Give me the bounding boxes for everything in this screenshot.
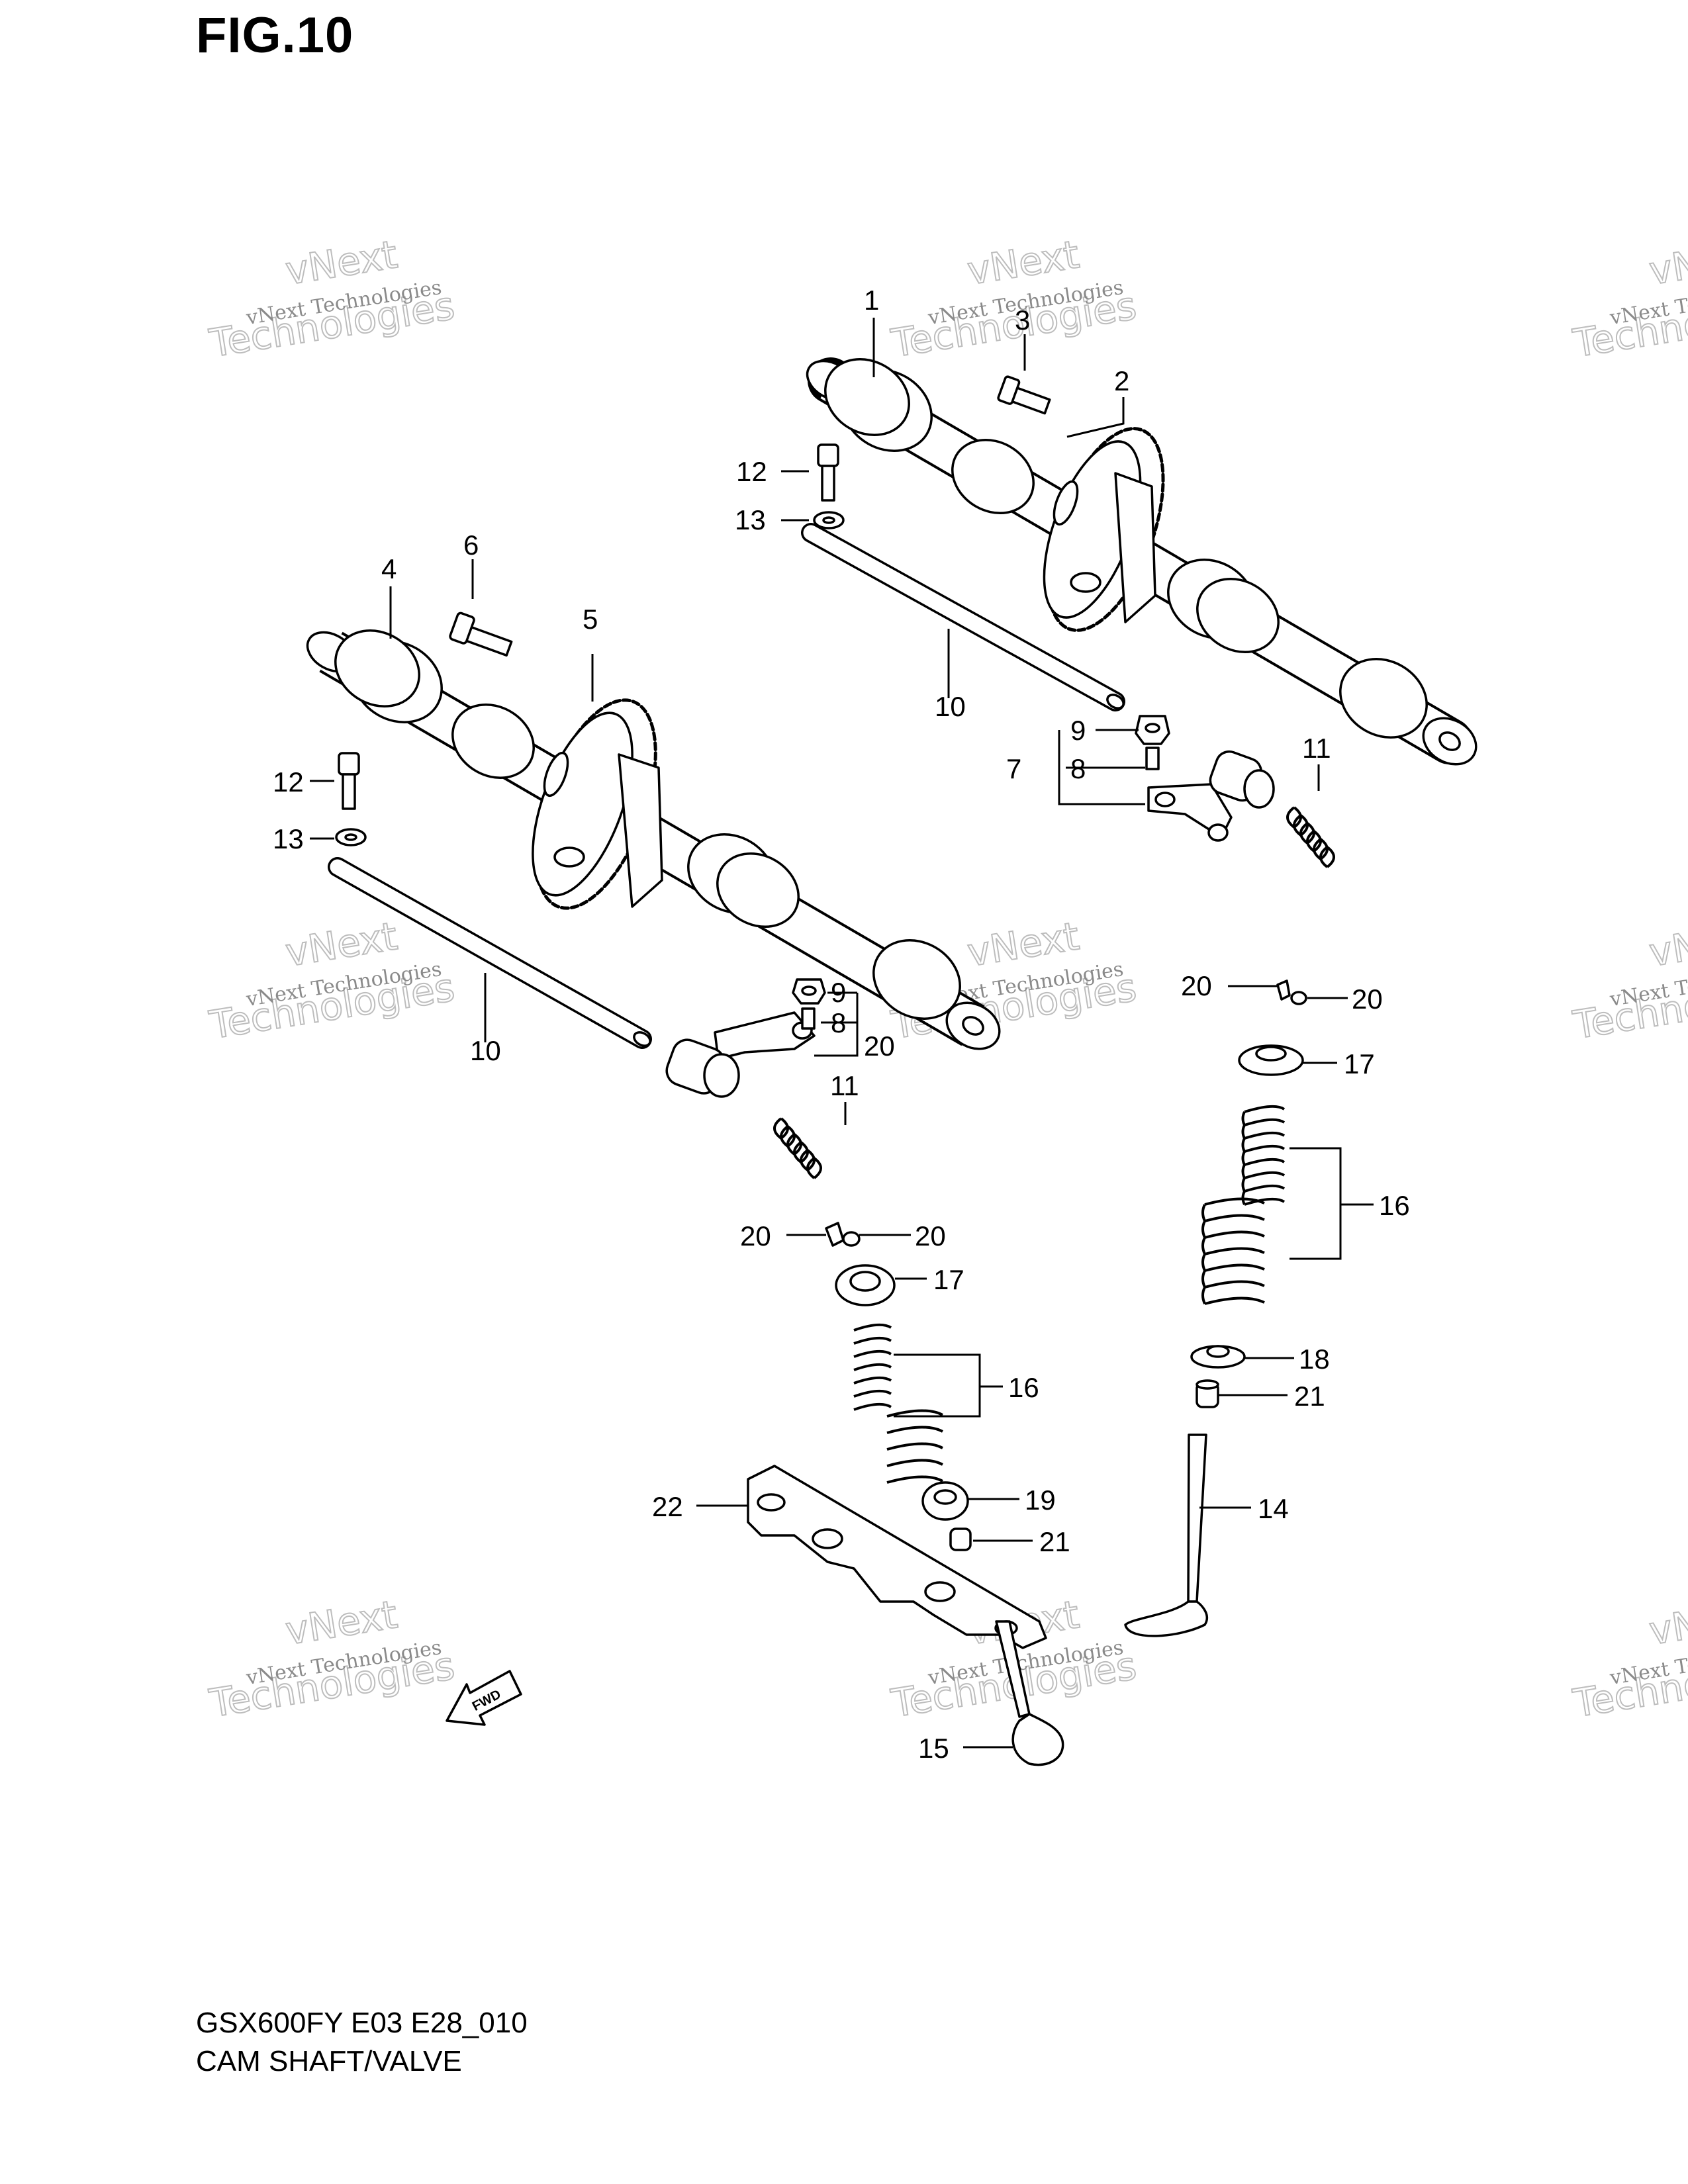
callout-13-lower: 13 <box>273 823 304 854</box>
valve-spring-seat-left <box>921 1481 969 1521</box>
rocker-arm-upper <box>1147 750 1275 842</box>
cam-sprocket-bolt-upper <box>997 375 1051 415</box>
valve-gasket-plate <box>747 1465 1047 1649</box>
model-code: GSX600FY E03 E28_010 <box>196 2007 528 2039</box>
valve-cotter-right <box>1276 979 1307 1005</box>
watermark-low-left: vNext Technologies vNext Technologies <box>206 1591 459 1727</box>
rocker-shaft-washer-lower <box>335 828 367 846</box>
callout-21-right: 21 <box>1294 1381 1325 1412</box>
callout-4: 4 <box>381 553 397 584</box>
valve-spring-outer-right <box>1201 1197 1265 1305</box>
rocker-adjust-nut-upper <box>1135 715 1170 745</box>
cam-lobe <box>334 629 443 723</box>
callout-13-upper: 13 <box>735 504 766 535</box>
callout-10-lower: 10 <box>470 1035 501 1066</box>
rocker-shaft-upper <box>801 523 1125 711</box>
callout-7: 7 <box>1006 753 1021 784</box>
cam-lobe <box>451 704 535 779</box>
callout-16-right: 16 <box>1379 1190 1410 1221</box>
callout-19: 19 <box>1025 1484 1056 1516</box>
callout-11-upper: 11 <box>1302 733 1331 764</box>
valve-stem-seal-right <box>1196 1379 1219 1408</box>
cam-sprocket-bolt-lower <box>449 612 513 657</box>
watermark-text-brand: vNext <box>1646 232 1688 294</box>
valve-spring-inner-left <box>853 1323 892 1411</box>
callout-15: 15 <box>918 1733 949 1764</box>
watermark-text-brand: vNext <box>1646 913 1688 976</box>
watermark-mid-left: vNext Technologies vNext Technologies <box>206 913 459 1048</box>
valve-stem-seal-left <box>949 1527 972 1551</box>
rocker-shaft-bolt-lower <box>338 752 360 810</box>
cam-sprocket-upper <box>1043 427 1165 632</box>
rocker-adjust-nut-lower <box>792 978 826 1005</box>
rocker-spring-lower <box>773 1117 822 1179</box>
callout-10-upper: 10 <box>935 691 966 722</box>
rocker-adjust-screw-upper <box>1145 747 1160 770</box>
callout-16-left: 16 <box>1008 1372 1039 1403</box>
callout-3: 3 <box>1015 304 1030 336</box>
callout-21-left: 21 <box>1039 1526 1070 1557</box>
callout-20-lower-rocker: 20 <box>864 1030 895 1062</box>
watermark-top-right: vNext Technologies vNext Technologies <box>1570 231 1688 367</box>
cam-lobe <box>1339 658 1428 739</box>
figure-title: FIG.10 <box>196 7 354 64</box>
valve-spring-outer-left <box>886 1409 943 1484</box>
valve-exhaust <box>1124 1433 1209 1637</box>
callout-20-right-b: 20 <box>1352 983 1383 1015</box>
rocker-spring-upper <box>1286 806 1335 868</box>
watermark-text-brand: vNext <box>1646 1592 1688 1654</box>
callout-numbers: 1 2 3 4 5 6 7 8 9 8 9 10 10 11 11 12 13 … <box>273 285 1410 1764</box>
callout-6: 6 <box>463 529 479 561</box>
valve-spring-seat-right <box>1190 1345 1246 1369</box>
callout-9-upper: 9 <box>1070 715 1086 746</box>
callout-5: 5 <box>583 604 598 635</box>
cam-lobe <box>687 833 800 928</box>
callout-22: 22 <box>652 1491 683 1522</box>
callout-12-upper: 12 <box>736 456 767 487</box>
callout-20-right-a: 20 <box>1181 970 1212 1001</box>
section-name: CAM SHAFT/VALVE <box>196 2045 462 2077</box>
callout-11-lower: 11 <box>830 1070 859 1101</box>
leader-lines <box>310 318 1374 1749</box>
callout-12-lower: 12 <box>273 766 304 797</box>
fwd-arrow-icon: FWD <box>445 1670 522 1726</box>
cam-sprocket-lower <box>532 698 663 910</box>
rocker-arm-lower <box>665 1011 816 1098</box>
callout-17-left: 17 <box>933 1264 964 1295</box>
cam-lobe <box>1167 559 1280 653</box>
rocker-adjust-screw-lower <box>801 1007 816 1030</box>
watermark-mid-right: vNext Technologies vNext Technologies <box>1570 913 1688 1048</box>
callout-14: 14 <box>1258 1493 1289 1524</box>
valve-spring-inner-right <box>1241 1105 1286 1206</box>
cam-lobe <box>872 939 961 1020</box>
callout-1: 1 <box>864 285 879 316</box>
valve-intake <box>995 1620 1064 1766</box>
valve-spring-retainer-left <box>835 1264 896 1306</box>
valve-cotter-left <box>825 1222 861 1247</box>
callout-8-upper: 8 <box>1070 753 1086 784</box>
callout-17-right: 17 <box>1344 1048 1375 1079</box>
callout-18: 18 <box>1299 1343 1330 1375</box>
callout-9-lower: 9 <box>831 977 846 1008</box>
callout-20-left-b: 20 <box>915 1220 946 1251</box>
callout-2: 2 <box>1114 365 1129 396</box>
rocker-shaft-lower <box>328 857 652 1049</box>
callout-8-lower: 8 <box>831 1007 846 1038</box>
watermark-low-right: vNext Technologies vNext Technologies <box>1570 1591 1688 1727</box>
watermark-top-center: vNext Technologies vNext Technologies <box>888 231 1141 367</box>
rocker-shaft-washer-upper <box>813 511 845 529</box>
rocker-shaft-bolt-upper <box>817 443 839 502</box>
watermark-top-left: vNext Technologies vNext Technologies <box>206 231 459 367</box>
valve-spring-retainer-right <box>1238 1044 1304 1076</box>
cam-lobe <box>824 358 933 452</box>
cam-lobe <box>951 439 1035 514</box>
callout-20-left-a: 20 <box>740 1220 771 1251</box>
